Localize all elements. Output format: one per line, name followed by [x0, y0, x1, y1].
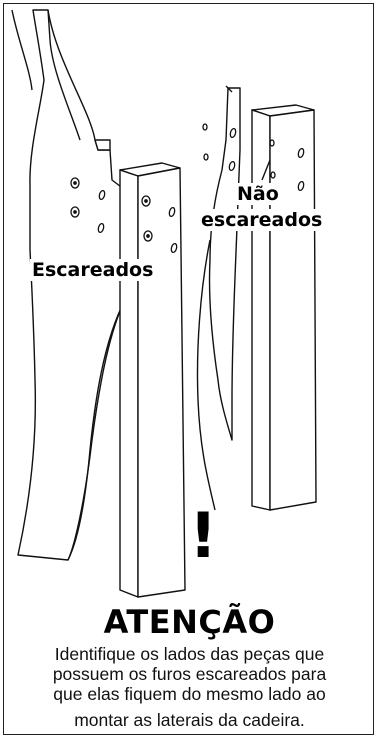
label-nao: Não	[235, 183, 281, 205]
warning-exclamation-icon: !	[189, 499, 218, 572]
warning-text-line-1: Identifique os lados das peças que	[54, 644, 325, 664]
warning-text-line-4: montar as laterais da cadeira.	[74, 710, 305, 730]
right-post-holes	[269, 139, 305, 192]
left-post-front	[119, 169, 139, 598]
right-post-side	[269, 109, 317, 511]
label-escareados: Escareados	[30, 259, 156, 281]
warning-text-line-2: possuem os furos escareados para	[52, 664, 327, 684]
right-curved-leg	[208, 87, 241, 441]
left-leg-holes	[70, 177, 106, 234]
left-curved-leg	[17, 9, 126, 561]
left-leg-inner-curve	[67, 299, 126, 561]
right-leg-holes	[202, 123, 237, 172]
warning-text-line-3: que elas fiquem do mesmo lado ao	[53, 684, 326, 704]
label-escareados-secondary: escareados	[199, 209, 325, 231]
left-leg-edge	[11, 9, 81, 141]
warning-text: Identifique os lados das peças que possu…	[14, 644, 365, 730]
right-post-front	[251, 109, 271, 511]
right-leg-edge	[196, 85, 233, 511]
left-leg-notch	[94, 139, 111, 151]
warning-title: ATENÇÃO	[103, 603, 276, 641]
leader-nao	[261, 159, 271, 181]
left-post-holes	[141, 195, 178, 254]
